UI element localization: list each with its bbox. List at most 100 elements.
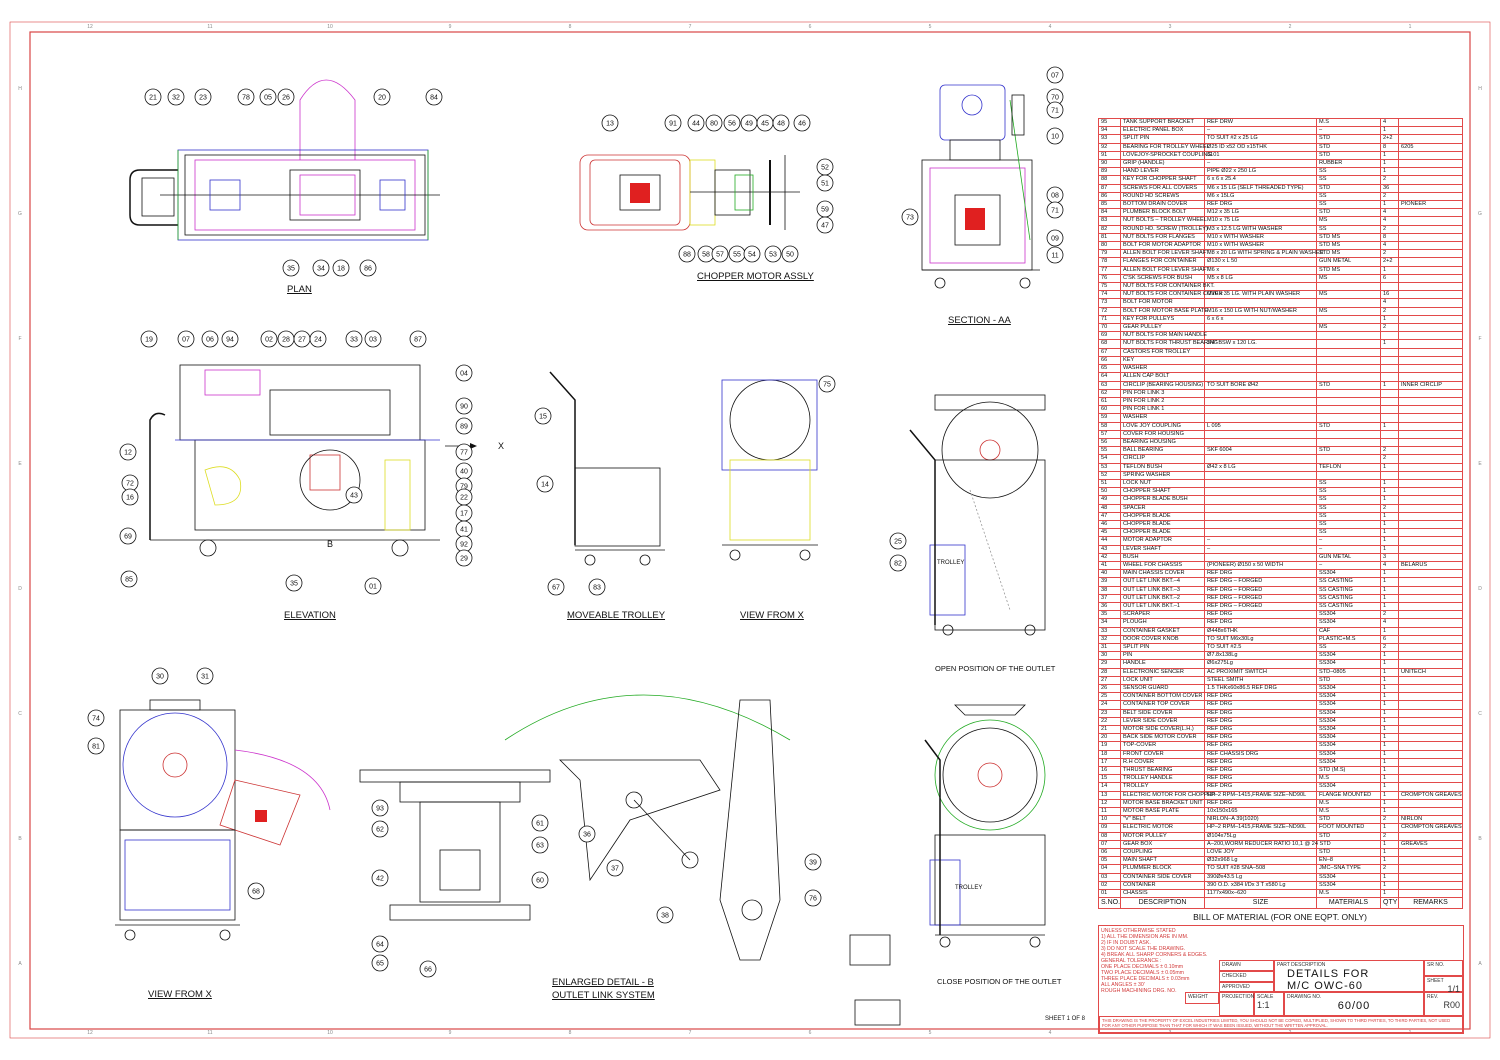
bom-cell: HP–2 RPM–1415,FRAME SIZE–ND90L bbox=[1204, 790, 1317, 800]
bom-cell bbox=[1398, 323, 1463, 333]
callout-number: 31 bbox=[201, 674, 209, 681]
bom-cell bbox=[1398, 774, 1463, 784]
callout-circle bbox=[419, 960, 437, 978]
bom-cell: RUBBER bbox=[1316, 159, 1381, 169]
callout-number: 87 bbox=[414, 337, 422, 344]
bom-cell: 29 bbox=[1098, 659, 1121, 669]
bom-cell: STD bbox=[1316, 421, 1381, 431]
bom-cell bbox=[1380, 347, 1399, 357]
bom-cell bbox=[1204, 298, 1317, 308]
bom-cell: SS bbox=[1316, 167, 1381, 177]
callout-number: 27 bbox=[298, 337, 306, 344]
bom-cell: 2 bbox=[1380, 831, 1399, 841]
bom-cell bbox=[1398, 716, 1463, 727]
bom-cell: SS304 bbox=[1316, 618, 1381, 628]
bom-cell: PIONEER bbox=[1398, 200, 1463, 210]
bom-cell: BUSH bbox=[1120, 552, 1205, 562]
bom-cell: REF DRG bbox=[1204, 774, 1317, 784]
callout-number: 08 bbox=[1051, 193, 1059, 200]
bom-cell: 41 bbox=[1098, 560, 1121, 571]
bom-cell: JMC–SNA TYPE bbox=[1316, 864, 1381, 874]
callout-circle bbox=[804, 889, 822, 907]
bom-cell: 61 bbox=[1098, 396, 1121, 407]
bom-cell: 1 bbox=[1380, 159, 1399, 169]
callout-number: 40 bbox=[460, 469, 468, 476]
bom-cell: 390Øx43.5 Lg bbox=[1204, 872, 1317, 882]
trolley-text-close: TROLLEY bbox=[955, 885, 983, 891]
bom-cell: TROLLEY bbox=[1120, 782, 1205, 792]
bom-cell: SS CASTING bbox=[1316, 601, 1381, 612]
bom-cell: – bbox=[1316, 536, 1381, 546]
bom-cell: NIRLON–A 39(1020) bbox=[1204, 815, 1317, 825]
bom-cell: 2 bbox=[1380, 175, 1399, 185]
bom-cell: SS304 bbox=[1316, 659, 1381, 669]
bom-cell bbox=[1398, 733, 1463, 743]
bom-cell: SS CASTING bbox=[1316, 585, 1381, 595]
bom-cell: 46 bbox=[1098, 519, 1121, 530]
callout-number: 85 bbox=[125, 577, 133, 584]
grid-number: 4 bbox=[1049, 24, 1052, 30]
bom-cell: SS bbox=[1316, 495, 1381, 505]
bom-cell: CONTAINER BOTTOM COVER bbox=[1120, 692, 1205, 702]
bom-cell bbox=[1204, 470, 1317, 480]
callout-number: 71 bbox=[1051, 208, 1059, 215]
bom-cell bbox=[1398, 249, 1463, 259]
bom-cell: LOVEJOY-SPROCKET COUPLING bbox=[1120, 150, 1212, 161]
drawing-no-label: DRAWING NO. bbox=[1287, 994, 1322, 1000]
bom-cell: BOLT FOR MOTOR bbox=[1120, 298, 1205, 308]
grid-number: 1 bbox=[1409, 24, 1412, 30]
note-line: ALL ANGLES ± 30' bbox=[1101, 982, 1145, 988]
callout-number: 06 bbox=[206, 337, 214, 344]
bom-header-materials: MATERIALS bbox=[1316, 897, 1381, 910]
bom-cell: STD MS bbox=[1316, 265, 1381, 275]
bom-cell: 64 bbox=[1098, 372, 1121, 382]
grid-letter: C bbox=[1478, 711, 1482, 717]
bom-header-remarks: REMARKS bbox=[1398, 897, 1463, 910]
bom-cell: OUT LET LINK BKT.–2 bbox=[1120, 593, 1205, 603]
bom-cell bbox=[1380, 405, 1399, 415]
bom-cell: LOCK UNIT bbox=[1120, 675, 1205, 686]
bom-cell: PIN bbox=[1120, 651, 1205, 661]
callout-number: 21 bbox=[149, 95, 157, 102]
bom-cell bbox=[1398, 601, 1463, 612]
bom-cell: 65 bbox=[1098, 364, 1121, 374]
bom-cell bbox=[1398, 725, 1463, 735]
grid-number: 9 bbox=[449, 1030, 452, 1036]
bom-cell bbox=[1316, 396, 1381, 407]
bom-cell bbox=[1398, 446, 1463, 456]
bom-cell: SS bbox=[1316, 511, 1381, 521]
bom-cell: SS bbox=[1316, 503, 1381, 513]
bom-cell: A–200,WORM REDUCER RATIO 10,1 @ 24 STD bbox=[1204, 839, 1331, 850]
callout-number: 29 bbox=[460, 556, 468, 563]
bom-cell: M.S bbox=[1316, 807, 1381, 817]
bom-cell: 94 bbox=[1098, 126, 1121, 136]
bom-cell: 6 x 6 x bbox=[1204, 314, 1317, 325]
bom-cell: 1 bbox=[1380, 150, 1399, 161]
bom-cell bbox=[1398, 626, 1463, 636]
bom-cell: REF DRG bbox=[1204, 782, 1317, 792]
callout-number: 32 bbox=[172, 95, 180, 102]
bom-cell: 1 bbox=[1380, 314, 1399, 325]
scale-value: 1:1 bbox=[1257, 1000, 1270, 1010]
callout-number: 05 bbox=[264, 95, 272, 102]
note-line: THREE PLACE DECIMALS ± 0.03mm bbox=[1101, 976, 1190, 982]
bom-cell: 1 bbox=[1380, 659, 1399, 669]
bom-cell bbox=[1316, 388, 1381, 398]
callout-circle bbox=[531, 814, 549, 832]
grid-number: 5 bbox=[929, 24, 932, 30]
